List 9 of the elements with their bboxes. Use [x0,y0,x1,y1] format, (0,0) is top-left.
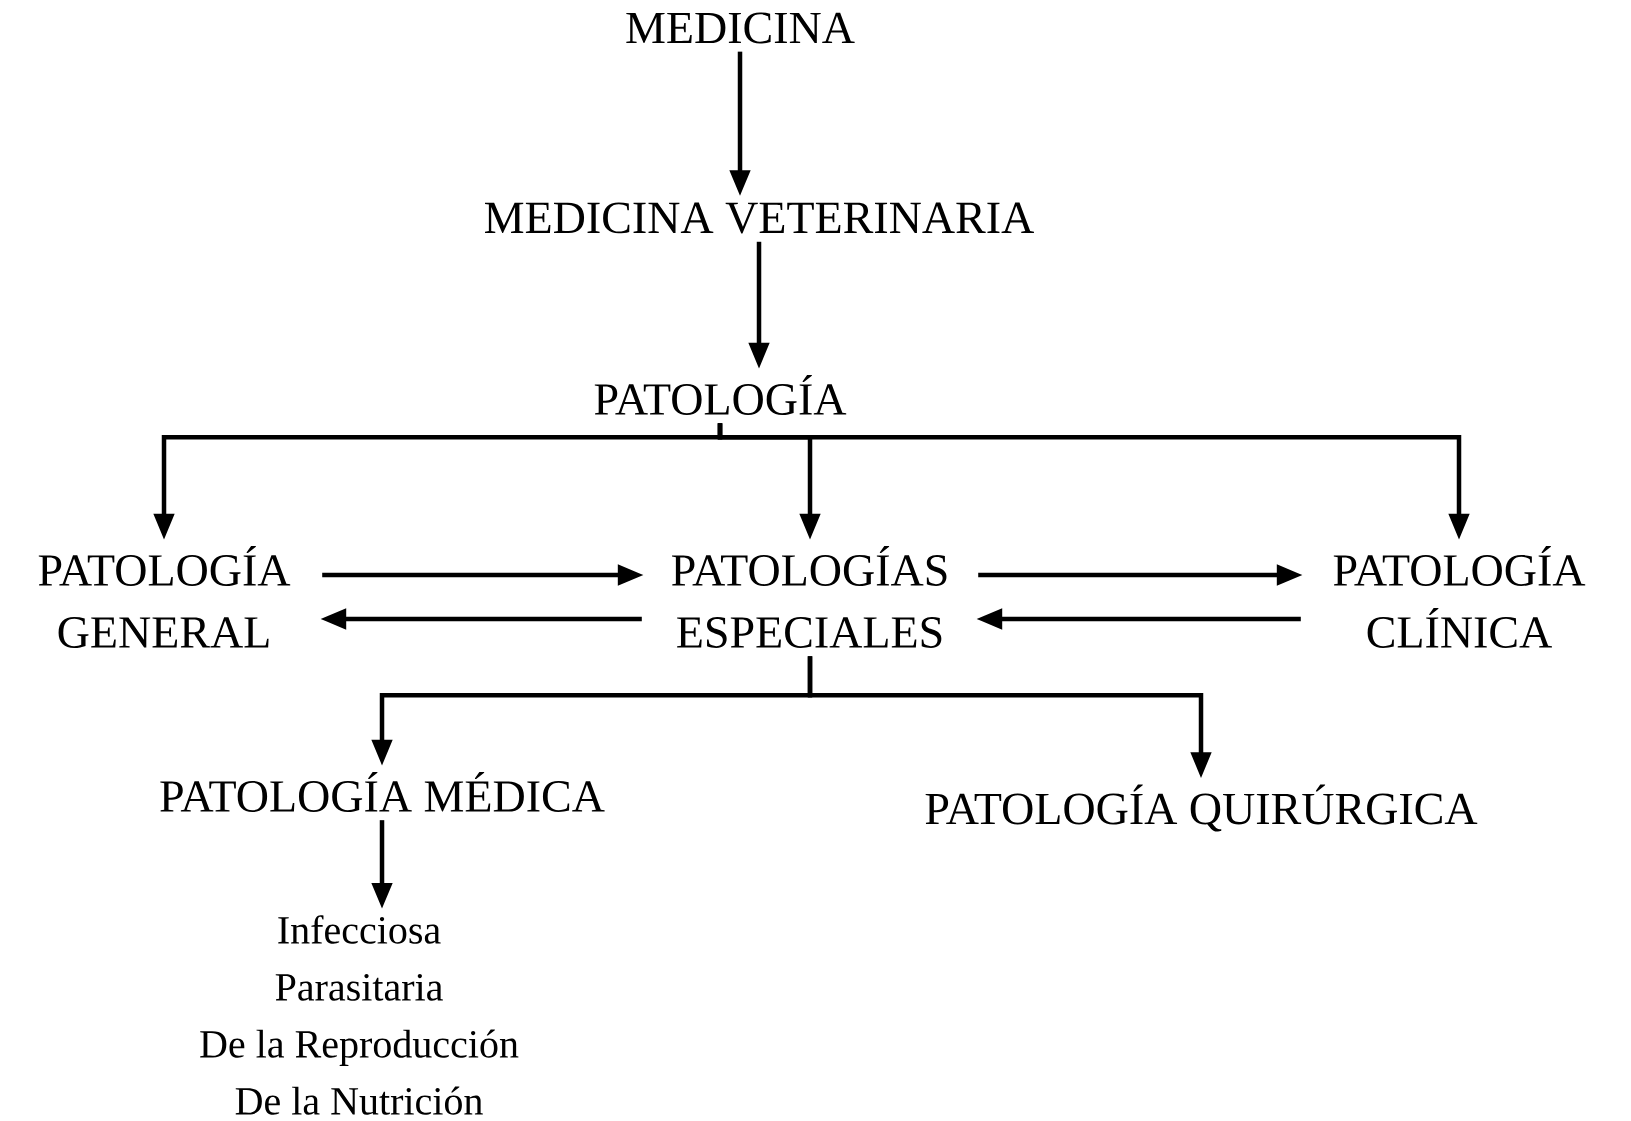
list-text: Infecciosa Parasitaria De la Reproducción De la Nutrición [200,915,519,1115]
node-label: PATOLOGÍAS ESPECIALES [672,546,947,648]
node-label: PATOLOGÍA MÉDICA [160,772,605,812]
node-label: MEDICINA [626,12,855,44]
node-label: PATOLOGÍA [594,375,847,415]
node-label: PATOLOGÍA GENERAL [38,546,291,648]
node-label: PATOLOGÍA QUIRÚRGICA [925,784,1478,832]
node-label: MEDICINA VETERINARIA [485,202,1034,234]
node-label: PATOLOGÍA CLÍNICA [1333,546,1586,648]
